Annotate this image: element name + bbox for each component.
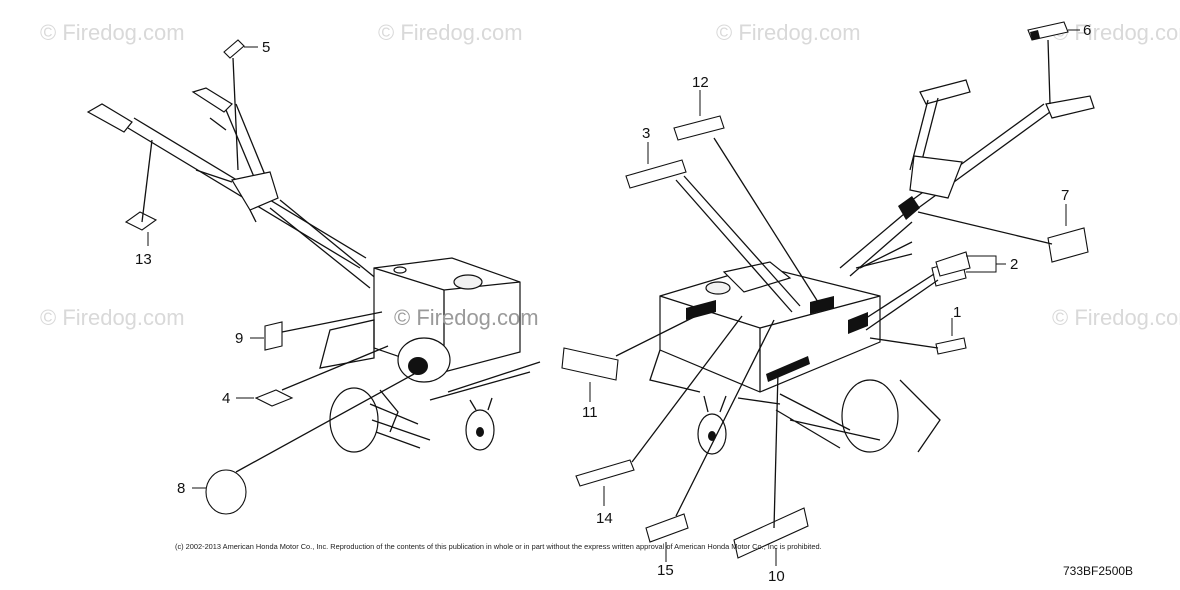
callout-1: 1 bbox=[953, 304, 961, 321]
callout-6: 6 bbox=[1083, 22, 1091, 39]
callout-numbers: 1 2 3 4 5 6 7 8 9 10 11 12 13 14 15 bbox=[135, 22, 1091, 585]
left-tiller-illustration bbox=[86, 87, 541, 453]
callout-2: 2 bbox=[1010, 256, 1018, 273]
watermark-text: © Firedog.com bbox=[1052, 20, 1180, 45]
decal-7 bbox=[1047, 227, 1089, 263]
callout-14: 14 bbox=[596, 510, 613, 527]
decal-4 bbox=[254, 389, 294, 407]
callout-13: 13 bbox=[135, 251, 152, 268]
callout-11: 11 bbox=[582, 404, 598, 421]
watermarks: © Firedog.com © Firedog.com © Firedog.co… bbox=[40, 20, 1180, 330]
decal-14 bbox=[575, 459, 635, 487]
copyright-notice: (c) 2002-2013 American Honda Motor Co., … bbox=[175, 542, 822, 551]
leader-lines bbox=[141, 29, 1080, 566]
callout-12: 12 bbox=[692, 74, 709, 91]
decal-10 bbox=[733, 507, 809, 559]
watermark-text: © Firedog.com bbox=[716, 20, 861, 45]
callout-15: 15 bbox=[657, 562, 674, 579]
decal-8 bbox=[205, 469, 247, 515]
watermark-text: © Firedog.com bbox=[40, 20, 185, 45]
decal-parts bbox=[124, 21, 1089, 559]
decal-5 bbox=[223, 39, 245, 59]
decal-9 bbox=[264, 321, 283, 351]
callout-4: 4 bbox=[222, 390, 230, 407]
callout-9: 9 bbox=[235, 330, 243, 347]
decal-3 bbox=[625, 159, 687, 189]
decal-15 bbox=[645, 513, 689, 543]
callout-10: 10 bbox=[768, 568, 785, 585]
decal-11 bbox=[561, 347, 619, 381]
callout-3: 3 bbox=[642, 125, 650, 142]
callout-5: 5 bbox=[262, 39, 270, 56]
watermark-text: © Firedog.com bbox=[378, 20, 523, 45]
watermark-text: © Firedog.com bbox=[40, 305, 185, 330]
watermark-text: © Firedog.com bbox=[1052, 305, 1180, 330]
callout-8: 8 bbox=[177, 480, 185, 497]
decal-2b bbox=[935, 251, 971, 277]
decal-13 bbox=[124, 211, 158, 231]
decal-1 bbox=[935, 337, 967, 355]
watermark-center: © Firedog.com bbox=[394, 305, 539, 330]
callout-7: 7 bbox=[1061, 187, 1069, 204]
right-tiller-illustration bbox=[649, 79, 1095, 455]
diagram-code: 733BF2500B bbox=[1063, 564, 1133, 578]
decal-12 bbox=[673, 115, 725, 141]
